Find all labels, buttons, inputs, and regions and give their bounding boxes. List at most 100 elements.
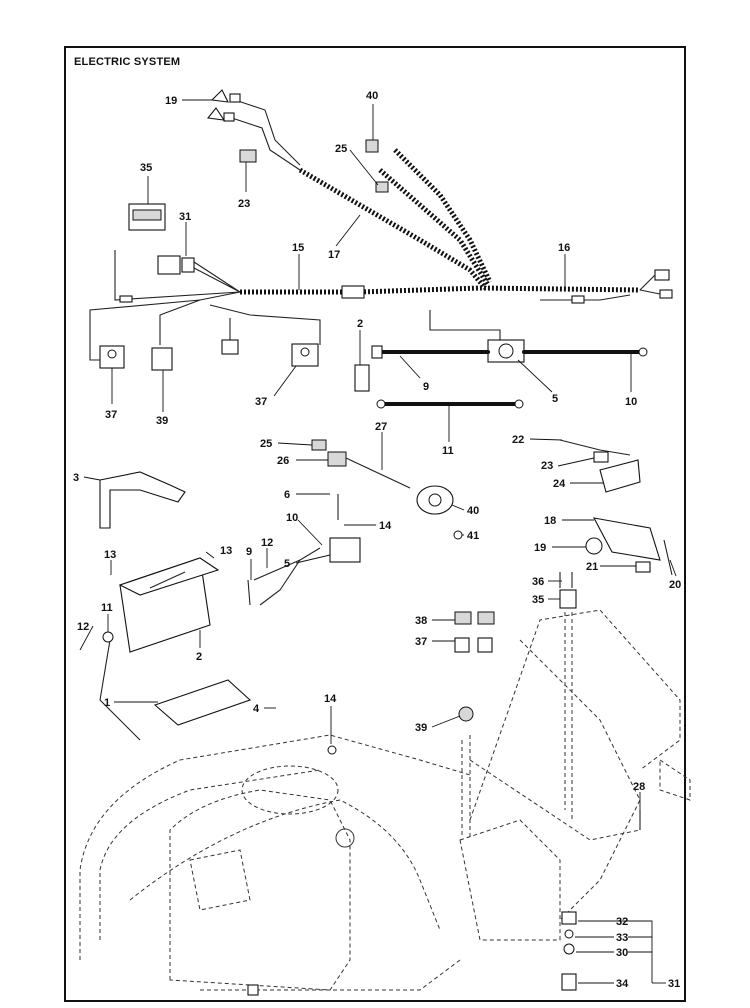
callout-36: 36 [532, 576, 544, 588]
callout-9b: 9 [246, 546, 252, 558]
callout-labels: 19 40 35 25 23 31 17 15 16 2 9 5 10 37 3… [73, 90, 681, 990]
callout-4: 4 [253, 703, 260, 715]
callout-16: 16 [558, 242, 570, 254]
leader-22 [529, 438, 563, 441]
lamp-19-a [210, 89, 229, 103]
connector-16-c [571, 295, 585, 304]
pins-36 [559, 572, 573, 588]
callout-22: 22 [512, 434, 524, 446]
switch-25 [311, 439, 327, 451]
connector-small [119, 295, 133, 303]
callout-34: 34 [616, 978, 629, 990]
callout-10a: 10 [625, 396, 637, 408]
lamp-connector-a [229, 93, 241, 103]
relay-31-socket [181, 257, 195, 273]
callout-37b: 37 [255, 396, 267, 408]
chassis-dash-console [469, 609, 681, 821]
harness-40-branch [393, 148, 493, 284]
callout-40a: 40 [366, 90, 378, 102]
callout-41: 41 [467, 530, 479, 542]
battery-cables [99, 559, 301, 741]
ignition-40-key [428, 493, 442, 507]
connector-23 [239, 149, 257, 163]
engine-air-filter [241, 765, 339, 815]
callout-40b: 40 [467, 505, 479, 517]
solenoid-lead [429, 310, 501, 345]
middle-parts [99, 439, 673, 755]
engine-gauge [335, 828, 355, 848]
callout-27: 27 [375, 421, 387, 433]
leader-17 [335, 214, 361, 247]
harness-16-side [540, 294, 631, 301]
callout-20: 20 [669, 579, 681, 591]
callout-11b: 11 [101, 602, 113, 614]
switch-37-right-symbol [300, 347, 310, 357]
callout-25a: 25 [335, 143, 347, 155]
leader-5b [295, 554, 331, 564]
callout-35b: 35 [532, 594, 544, 606]
bracket-24 [599, 459, 641, 493]
connector-25 [375, 181, 389, 193]
clip-21 [635, 561, 651, 573]
nut-bottom [247, 984, 259, 996]
chassis-side [519, 639, 641, 921]
battery-2-top [118, 557, 220, 596]
callout-26: 26 [277, 455, 289, 467]
switch-37-left-symbol [107, 349, 117, 359]
leader-40b [451, 504, 465, 511]
leader-lines [79, 99, 677, 984]
leader-23b [557, 457, 595, 467]
left-branch-top [114, 250, 241, 301]
callout-10b: 10 [286, 512, 298, 524]
lamp-connector-b [223, 112, 235, 122]
manual-1 [153, 679, 252, 726]
cable-10-lower [259, 547, 321, 606]
callout-23b: 23 [541, 460, 553, 472]
callout-31b: 31 [668, 978, 680, 990]
harness-15 [240, 285, 641, 295]
chassis-outline [79, 609, 691, 996]
diagram-frame [64, 46, 686, 1002]
leader-32 [578, 920, 653, 983]
switch-37-c [454, 637, 470, 653]
leader-3 [83, 476, 101, 481]
callout-12a: 12 [261, 537, 273, 549]
cable-9-terminal [371, 345, 383, 359]
callout-23a: 23 [238, 198, 250, 210]
left-branch-37a [89, 291, 241, 361]
chassis-hood-inner [99, 769, 321, 940]
battery-strap [149, 571, 186, 589]
cable-10-eye [638, 347, 648, 357]
callout-2a: 2 [357, 318, 363, 330]
part-33 [564, 929, 574, 939]
callout-18: 18 [544, 515, 556, 527]
sensor-22-wire [559, 439, 631, 456]
harness-group [89, 89, 673, 409]
callout-21: 21 [586, 561, 598, 573]
callout-24: 24 [553, 478, 566, 490]
engine-block [189, 849, 251, 911]
relay-31 [157, 255, 181, 275]
lamp-wire-a [234, 99, 301, 166]
callout-13a: 13 [220, 545, 232, 557]
leader-10b [297, 519, 323, 546]
page-title: ELECTRIC SYSTEM [74, 56, 181, 68]
connector-40 [365, 139, 379, 153]
sensor-23 [593, 451, 609, 463]
callout-13b: 13 [104, 549, 116, 561]
callout-19b: 19 [534, 542, 546, 554]
part-32 [561, 911, 577, 925]
cable-27 [345, 457, 411, 489]
switch-35 [559, 589, 577, 609]
bracket-2-mini [354, 364, 370, 392]
callout-11a: 11 [442, 445, 454, 457]
switch-37-left [99, 345, 125, 369]
switch-26 [327, 451, 347, 467]
leader-25a [349, 149, 379, 186]
callout-38: 38 [415, 615, 427, 627]
leader-37b [273, 365, 297, 397]
leader-9a [399, 355, 421, 379]
chassis-hood-panel [129, 799, 441, 931]
chassis-mount [459, 819, 561, 941]
